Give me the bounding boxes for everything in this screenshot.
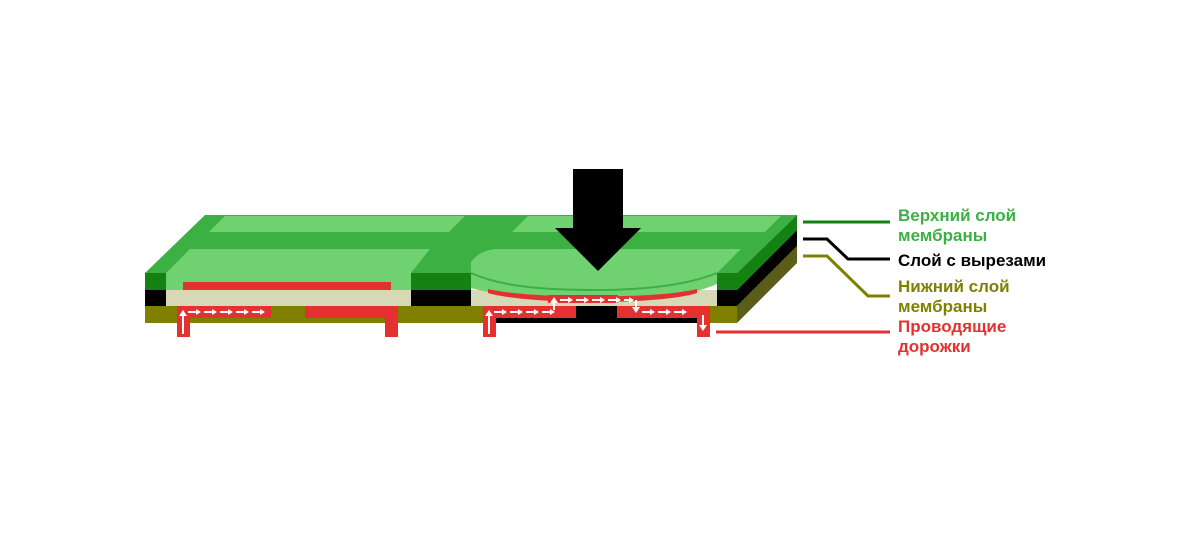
legend-bottom-membrane-line2: мембраны: [898, 297, 988, 316]
top-membrane-side: [737, 215, 797, 290]
legend-bottom-membrane: Нижний слой мембраны: [898, 277, 1010, 317]
legend-leader-lines: [716, 220, 890, 334]
down-arrow-icon: [555, 169, 641, 271]
trace-lower-left-b-vert: [385, 306, 398, 337]
legend-top-membrane-line1: Верхний слой: [898, 206, 1017, 225]
key-pad-back-right: [512, 216, 781, 232]
top-membrane-front-left: [145, 273, 166, 290]
pressed-key-edge: [470, 272, 718, 292]
trace-lower-left-b: [305, 306, 398, 318]
bottom-membrane-side: [737, 246, 797, 323]
spacer-front-right: [717, 290, 737, 306]
legend-top-membrane-line2: мембраны: [898, 226, 988, 245]
key-pad-back-left: [209, 216, 465, 232]
spacer-cutout-left: [166, 290, 411, 306]
leader-spacer: [803, 237, 890, 261]
legend-traces-line2: дорожки: [898, 337, 971, 356]
leader-bottom-membrane: [803, 254, 890, 298]
legend-top-membrane: Верхний слой мембраны: [898, 206, 1016, 246]
legend-traces: Проводящие дорожки: [898, 317, 1006, 357]
legend-traces-line1: Проводящие: [898, 317, 1007, 336]
legend-spacer-line1: Слой с вырезами: [898, 251, 1047, 270]
spacer-side: [737, 230, 797, 306]
current-flow-arrows: [179, 297, 707, 334]
top-membrane-front-right: [717, 273, 737, 290]
top-membrane-front-middle: [411, 273, 471, 290]
spacer-front-left: [145, 290, 166, 306]
trace-upper-left: [183, 282, 391, 290]
key-pad-front-left: [166, 249, 430, 273]
legend-spacer: Слой с вырезами: [898, 251, 1046, 271]
legend-bottom-membrane-line1: Нижний слой: [898, 277, 1010, 296]
spacer-front-middle: [411, 290, 471, 306]
trace-upper-pressed: [488, 289, 697, 302]
